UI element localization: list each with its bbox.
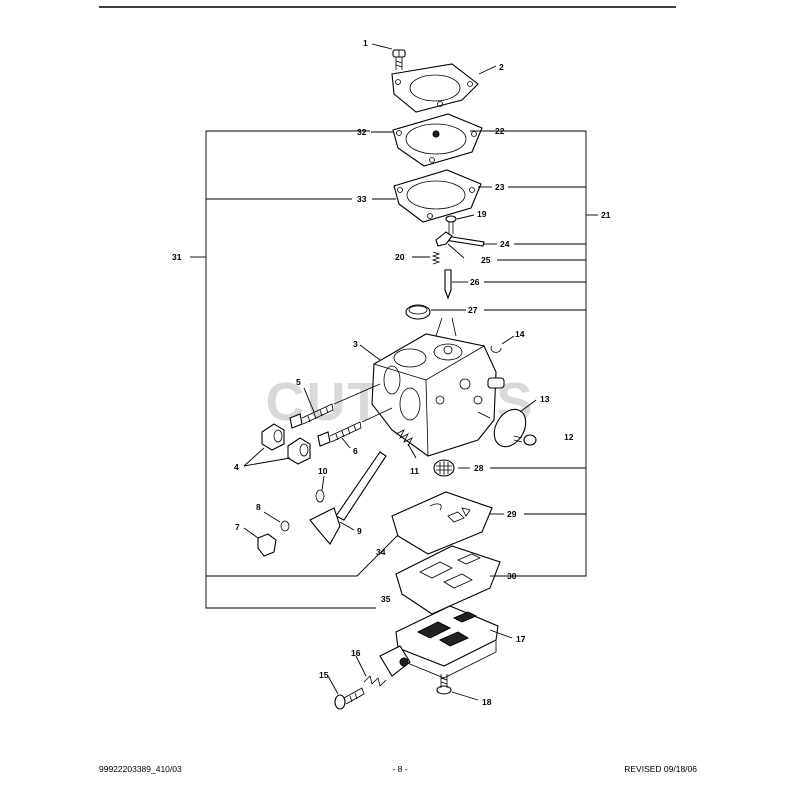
callout-23: 23 bbox=[495, 182, 505, 192]
part-26-needle bbox=[444, 269, 468, 300]
callout-7: 7 bbox=[235, 522, 240, 532]
callout-6: 6 bbox=[353, 446, 358, 456]
callout-21: 21 bbox=[601, 210, 611, 220]
part-23-gasket bbox=[372, 169, 492, 223]
callout-17: 17 bbox=[516, 634, 526, 644]
callout-15: 15 bbox=[319, 670, 329, 680]
callout-25: 25 bbox=[481, 255, 491, 265]
callout-18: 18 bbox=[482, 697, 492, 707]
bracket-31 bbox=[190, 130, 401, 609]
part-19-screw bbox=[445, 214, 475, 234]
part-3-carburetor-body bbox=[359, 317, 505, 457]
callout-24: 24 bbox=[500, 239, 510, 249]
leaders-bracket-21 bbox=[458, 186, 586, 515]
part-2-cover bbox=[391, 63, 497, 113]
part-16-spring bbox=[355, 655, 387, 687]
callout-26: 26 bbox=[470, 277, 480, 287]
part-12-screw bbox=[513, 434, 537, 446]
callout-33: 33 bbox=[357, 194, 367, 204]
callout-16: 16 bbox=[351, 648, 361, 658]
callout-30: 30 bbox=[507, 571, 517, 581]
part-30-gasket bbox=[395, 545, 504, 615]
callout-27: 27 bbox=[468, 305, 478, 315]
part-10-washer bbox=[315, 475, 325, 503]
callout-34: 34 bbox=[376, 547, 386, 557]
part-28-filter bbox=[433, 459, 455, 477]
part-29-diaphragm bbox=[391, 491, 504, 555]
part-17-pump-cover bbox=[379, 605, 513, 679]
callout-9: 9 bbox=[357, 526, 362, 536]
callout-20: 20 bbox=[395, 252, 405, 262]
callout-4: 4 bbox=[234, 462, 239, 472]
part-22-diaphragm bbox=[371, 113, 484, 167]
callout-14: 14 bbox=[515, 329, 525, 339]
part-4-limiter-caps bbox=[243, 423, 311, 467]
part-27-cap bbox=[405, 304, 466, 320]
callout-12: 12 bbox=[564, 432, 574, 442]
footer-part-number: 99922203389_410/03 bbox=[99, 764, 182, 774]
part-8-washer bbox=[263, 511, 290, 532]
footer-page-number: - 8 - bbox=[392, 764, 408, 774]
callout-2: 2 bbox=[499, 62, 504, 72]
bracket-21 bbox=[483, 130, 598, 577]
part-18-screw bbox=[436, 674, 479, 701]
callout-29: 29 bbox=[507, 509, 517, 519]
part-9-shaft bbox=[309, 451, 387, 545]
part-14-clip bbox=[490, 335, 515, 353]
callout-11: 11 bbox=[410, 466, 419, 476]
callout-22: 22 bbox=[495, 126, 505, 136]
callout-1: 1 bbox=[363, 38, 368, 48]
part-25-lever bbox=[435, 231, 465, 259]
part-5-screw bbox=[289, 383, 381, 429]
part-6-screw bbox=[317, 407, 393, 449]
callout-28: 28 bbox=[474, 463, 484, 473]
callout-8: 8 bbox=[256, 502, 261, 512]
callouts: 1 2 3 4 5 6 7 8 9 10 11 12 13 14 15 16 1… bbox=[172, 38, 611, 707]
callout-35: 35 bbox=[381, 594, 391, 604]
callout-32: 32 bbox=[357, 127, 367, 137]
callout-5: 5 bbox=[296, 377, 301, 387]
callout-13: 13 bbox=[540, 394, 550, 404]
callout-10: 10 bbox=[318, 466, 328, 476]
part-1-screw bbox=[371, 43, 406, 70]
footer-revised-date: REVISED 09/18/06 bbox=[624, 764, 697, 774]
callout-19: 19 bbox=[477, 209, 487, 219]
part-11-spring bbox=[395, 429, 417, 459]
part-20-spring bbox=[412, 251, 441, 265]
part-7-nut bbox=[243, 527, 277, 557]
callout-3: 3 bbox=[353, 339, 358, 349]
callout-31: 31 bbox=[172, 252, 182, 262]
part-15-screw bbox=[327, 675, 365, 710]
